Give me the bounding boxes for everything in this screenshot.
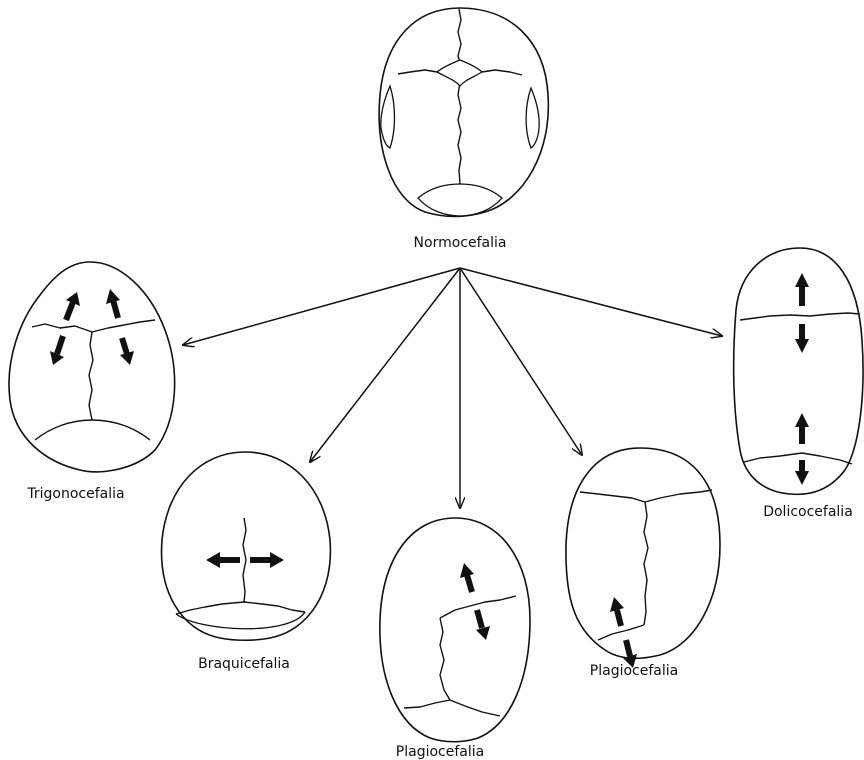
connector-to-braquicefalia bbox=[310, 268, 460, 462]
label-plagiocefalia-right: Plagiocefalia bbox=[590, 663, 678, 679]
skull-plagiocefalia-center bbox=[380, 518, 530, 742]
label-braquicefalia: Braquicefalia bbox=[198, 656, 290, 672]
skull-plagiocefalia-right bbox=[566, 448, 720, 668]
label-dolicocefalia: Dolicocefalia bbox=[763, 504, 853, 520]
skull-trigonocefalia bbox=[9, 262, 175, 472]
connector-to-dolicocefalia bbox=[460, 268, 722, 336]
label-trigonocefalia: Trigonocefalia bbox=[26, 486, 124, 502]
skull-normocefalia bbox=[379, 8, 548, 217]
label-normocefalia: Normocefalia bbox=[414, 235, 507, 251]
skull-braquicefalia bbox=[162, 452, 331, 640]
connector-to-trigonocefalia bbox=[183, 268, 460, 345]
skull-dolicocefalia bbox=[734, 248, 863, 494]
connector-to-plagiocefalia-right bbox=[460, 268, 582, 455]
label-plagiocefalia-center: Plagiocefalia bbox=[396, 744, 484, 760]
